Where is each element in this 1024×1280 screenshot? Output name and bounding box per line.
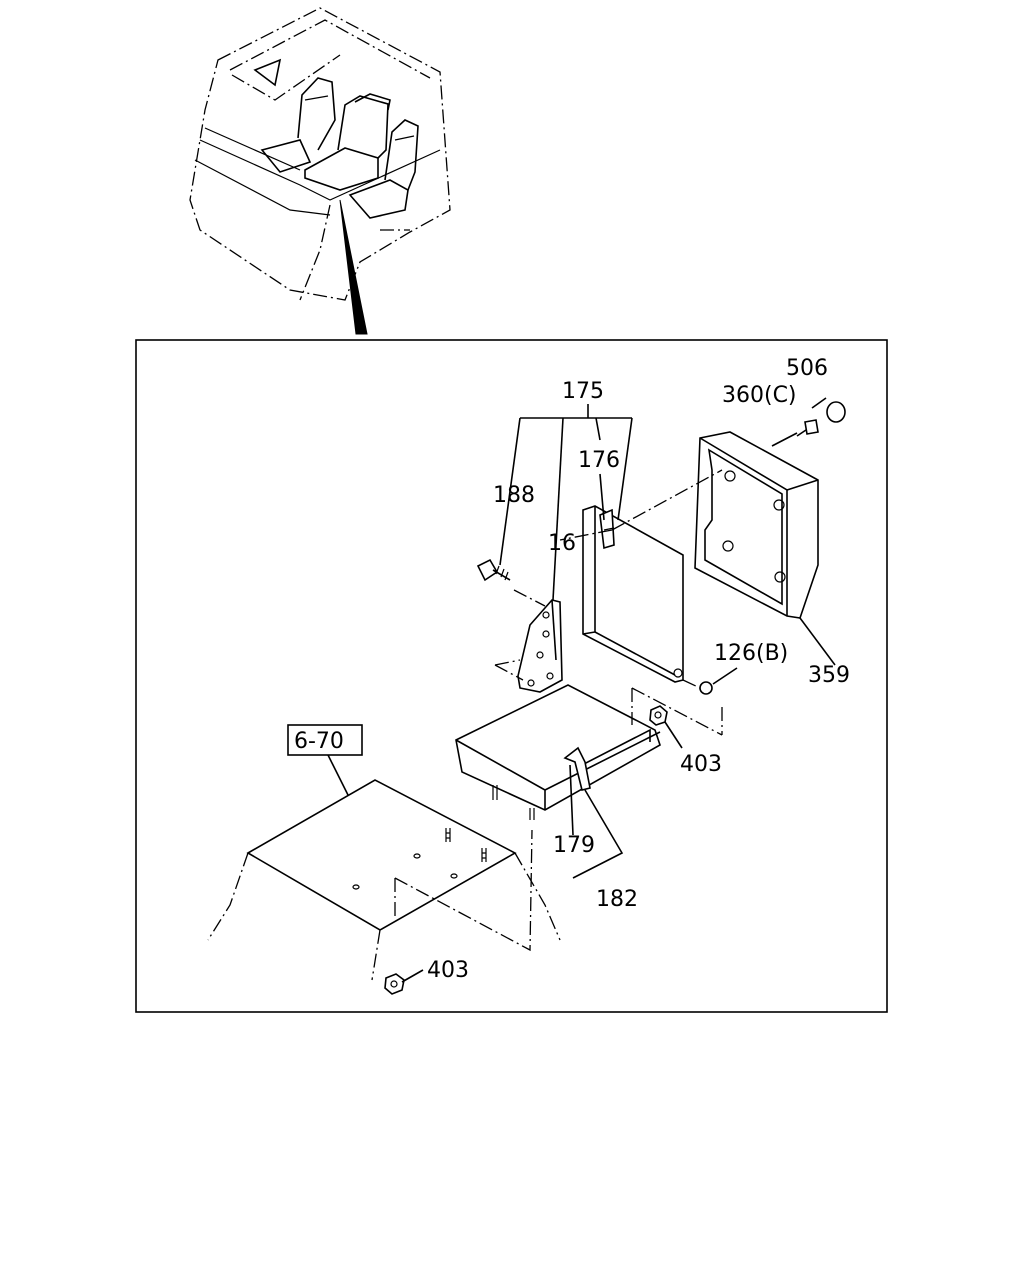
reference-box-label: 6-70 xyxy=(294,729,344,754)
label-403-lower: 403 xyxy=(427,958,469,983)
reference-box xyxy=(287,724,363,756)
cap-506 xyxy=(826,401,846,423)
label-175: 175 xyxy=(562,379,604,404)
label-506: 506 xyxy=(786,356,828,381)
label-360c: 360(C) xyxy=(722,383,797,408)
label-403-upper: 403 xyxy=(680,752,722,777)
screw-360c xyxy=(796,419,819,437)
label-16: 16 xyxy=(548,531,576,556)
floor-base xyxy=(207,779,561,981)
seat-back-frame-176 xyxy=(582,505,684,683)
washer-126b xyxy=(699,681,713,695)
label-179: 179 xyxy=(553,833,595,858)
label-182: 182 xyxy=(596,887,638,912)
leader-lines xyxy=(327,397,836,983)
label-188: 188 xyxy=(493,483,535,508)
label-359: 359 xyxy=(808,663,850,688)
bolt-188 xyxy=(476,558,511,582)
seat-back-cushion-359 xyxy=(694,431,819,619)
seat-cushion xyxy=(455,684,661,820)
detail-frame xyxy=(135,339,888,1013)
nut-403-lower xyxy=(384,973,405,995)
cab-overview-illustration xyxy=(189,7,451,335)
nut-403-upper xyxy=(649,705,668,726)
label-176: 176 xyxy=(578,448,620,473)
hinge-16 xyxy=(517,599,563,693)
label-126b: 126(B) xyxy=(714,641,788,666)
